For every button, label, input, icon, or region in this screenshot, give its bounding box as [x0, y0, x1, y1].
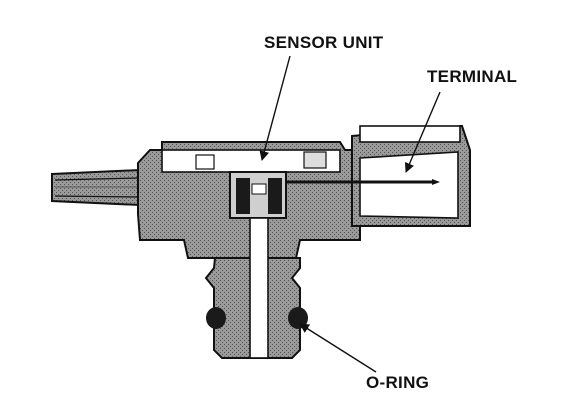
terminal-pin-tip — [432, 179, 440, 185]
o-ring-left — [206, 307, 226, 329]
sensor-unit-label: SENSOR UNIT — [264, 33, 384, 52]
connector-shroud — [351, 124, 471, 227]
o-ring-right — [288, 307, 308, 329]
left-nipple — [51, 168, 141, 207]
o-ring-leader — [299, 323, 377, 373]
sensor-unit-block — [229, 171, 287, 219]
o-ring-label: O-RING — [366, 373, 430, 392]
terminal-leader — [404, 91, 441, 173]
terminal-label: TERMINAL — [427, 67, 518, 86]
sensor-unit-leader — [259, 55, 291, 161]
stem — [204, 217, 301, 359]
